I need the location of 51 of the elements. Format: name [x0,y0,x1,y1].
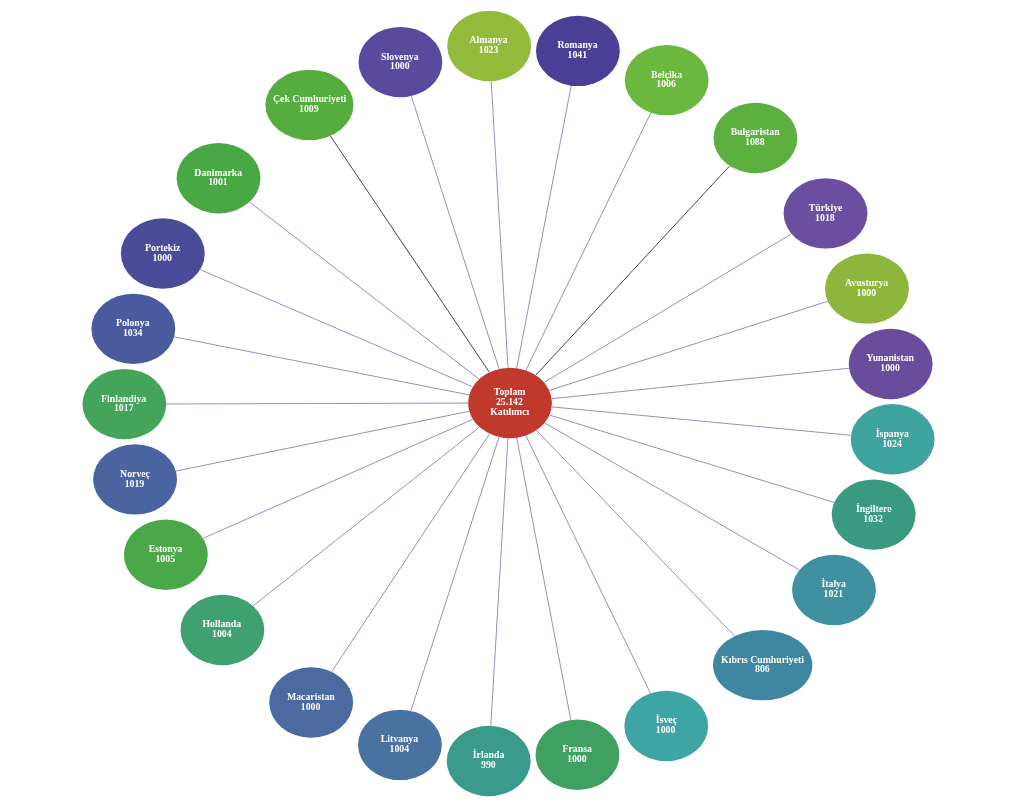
node-ellipse: Almanya 1023 [447,10,532,82]
connector [490,437,509,727]
connector [331,433,490,673]
connector [548,300,829,391]
node-ellipse: Estonya 1005 [123,519,208,590]
connector [199,269,474,388]
connector [249,201,480,380]
connector [202,418,474,539]
connector [410,95,500,370]
node-ellipse: Finlandiya 1017 [82,368,167,440]
connector [544,233,792,383]
connector [516,437,572,721]
connector [525,112,652,371]
connector [549,414,835,503]
connector [525,435,651,694]
connector [330,135,490,373]
node-ellipse: Polonya 1034 [91,293,176,364]
connector [165,402,469,405]
node-ellipse: Danimarka 1001 [176,143,261,214]
connector [490,80,509,369]
node-ellipse: Slovenya 1000 [358,26,443,98]
connector [535,165,730,376]
node-ellipse: Yunanistan 1000 [848,328,933,400]
node-ellipse: Fransa 1000 [535,719,620,790]
node-ellipse: Toplam 25.142 Katılımcı [468,367,552,439]
node-ellipse: Norveç 1019 [93,444,177,515]
connector [410,436,500,712]
connector [252,426,480,607]
node-ellipse: Türkiye 1018 [783,178,868,249]
node-ellipse: İngiltere 1032 [831,479,916,550]
node-ellipse: Romanya 1041 [536,15,620,87]
node-ellipse: Portekiz 1000 [120,218,205,289]
node-ellipse: Avusturya 1000 [825,253,909,324]
connector [536,430,735,637]
node-ellipse: Litvanya 1004 [358,709,442,781]
node-ellipse: İrlanda 990 [446,725,531,797]
node-ellipse: İsveç 1000 [624,690,709,762]
connector [516,85,572,369]
node-ellipse: Çek Cumhuriyeti 1009 [265,69,354,141]
node-ellipse: Kıbrıs Cumhuriyeti 806 [713,630,813,701]
connector [551,406,852,436]
node-ellipse: Belçika 1006 [624,44,709,116]
node-ellipse: Bulgaristan 1088 [713,102,798,174]
node-ellipse: Macaristan 1000 [269,667,354,738]
connector [175,410,470,472]
node-ellipse: İspanya 1024 [850,404,935,475]
connector [174,336,470,396]
node-ellipse: Hollanda 1004 [180,594,265,666]
node-ellipse: İtalya 1021 [792,554,876,626]
connector [551,367,850,400]
connector [544,422,800,571]
